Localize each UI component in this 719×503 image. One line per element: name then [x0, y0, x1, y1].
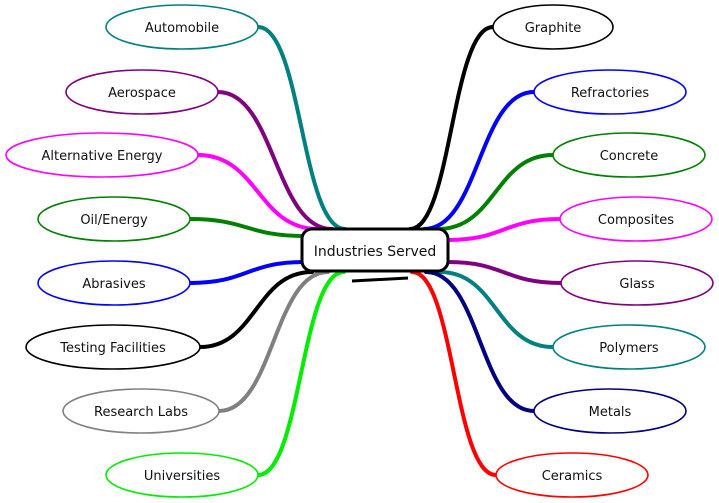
connector-core-glass: [447, 261, 562, 284]
node-research-labs[interactable]: Research Labs: [62, 388, 220, 434]
connector-core-metals: [425, 271, 535, 412]
node-ellipse: [37, 260, 191, 306]
node-label: Composites: [598, 213, 674, 228]
node-label: Glass: [619, 277, 654, 292]
node-ellipse: [533, 388, 687, 434]
node-ellipse: [25, 324, 201, 370]
node-label: Polymers: [599, 341, 659, 356]
node-testing-facilities[interactable]: Testing Facilities: [25, 324, 201, 370]
node-label: Refractories: [571, 86, 649, 101]
connector-core-aerospace: [217, 91, 333, 230]
node-label: Graphite: [525, 21, 582, 36]
center-node-box: [300, 227, 450, 273]
center-node-underline: [351, 276, 409, 283]
branch-connectors: [188, 25, 563, 477]
node-glass[interactable]: Glass: [560, 260, 714, 306]
node-ellipse: [105, 4, 259, 50]
node-label: Aerospace: [108, 86, 176, 101]
node-graphite[interactable]: Graphite: [492, 4, 614, 50]
node-composites[interactable]: Composites: [559, 196, 713, 242]
node-ellipse: [5, 132, 199, 178]
connector-core-automobile: [257, 26, 346, 230]
node-label: Ceramics: [542, 469, 603, 484]
node-metals[interactable]: Metals: [533, 388, 687, 434]
connector-core-abrasives: [189, 261, 305, 284]
node-ellipse: [105, 452, 259, 498]
node-label: Research Labs: [94, 405, 188, 420]
node-polymers[interactable]: Polymers: [552, 324, 706, 370]
node-label: Oil/Energy: [80, 213, 148, 228]
node-alternative-energy[interactable]: Alternative Energy: [5, 132, 199, 178]
node-refractories[interactable]: Refractories: [533, 69, 687, 115]
connector-core-research-labs: [218, 271, 329, 412]
node-aerospace[interactable]: Aerospace: [65, 69, 219, 115]
connector-core-refractories: [423, 91, 535, 230]
center-node-label: Industries Served: [314, 244, 437, 260]
node-ellipse: [533, 69, 687, 115]
node-label: Alternative Energy: [42, 149, 163, 164]
node-ellipse: [552, 324, 706, 370]
node-ellipse: [62, 388, 220, 434]
connector-core-universities: [257, 271, 345, 476]
node-ellipse: [560, 260, 714, 306]
node-ellipse: [495, 452, 649, 498]
connector-core-concrete: [437, 154, 554, 230]
connector-core-alternative-energy: [197, 154, 319, 230]
center-node[interactable]: Industries Served: [300, 227, 450, 283]
node-ellipse: [37, 196, 191, 242]
node-concrete[interactable]: Concrete: [552, 132, 706, 178]
node-universities[interactable]: Universities: [105, 452, 259, 498]
connector-core-graphite: [409, 26, 494, 230]
connector-core-ceramics: [411, 271, 497, 476]
node-label: Abrasives: [82, 277, 146, 292]
node-automobile[interactable]: Automobile: [105, 4, 259, 50]
node-ceramics[interactable]: Ceramics: [495, 452, 649, 498]
node-label: Automobile: [145, 21, 219, 36]
connector-core-testing-facilities: [199, 271, 313, 348]
connector-core-polymers: [439, 271, 554, 348]
node-oil-energy[interactable]: Oil/Energy: [37, 196, 191, 242]
connector-core-composites: [447, 218, 561, 241]
node-label: Universities: [144, 469, 220, 484]
node-label: Concrete: [600, 149, 659, 164]
node-ellipse: [552, 132, 706, 178]
node-ellipse: [559, 196, 713, 242]
node-label: Testing Facilities: [59, 341, 166, 356]
node-ellipse: [65, 69, 219, 115]
node-ellipse: [492, 4, 614, 50]
node-label: Metals: [589, 405, 632, 420]
node-abrasives[interactable]: Abrasives: [37, 260, 191, 306]
connector-core-oil-energy: [189, 218, 305, 237]
